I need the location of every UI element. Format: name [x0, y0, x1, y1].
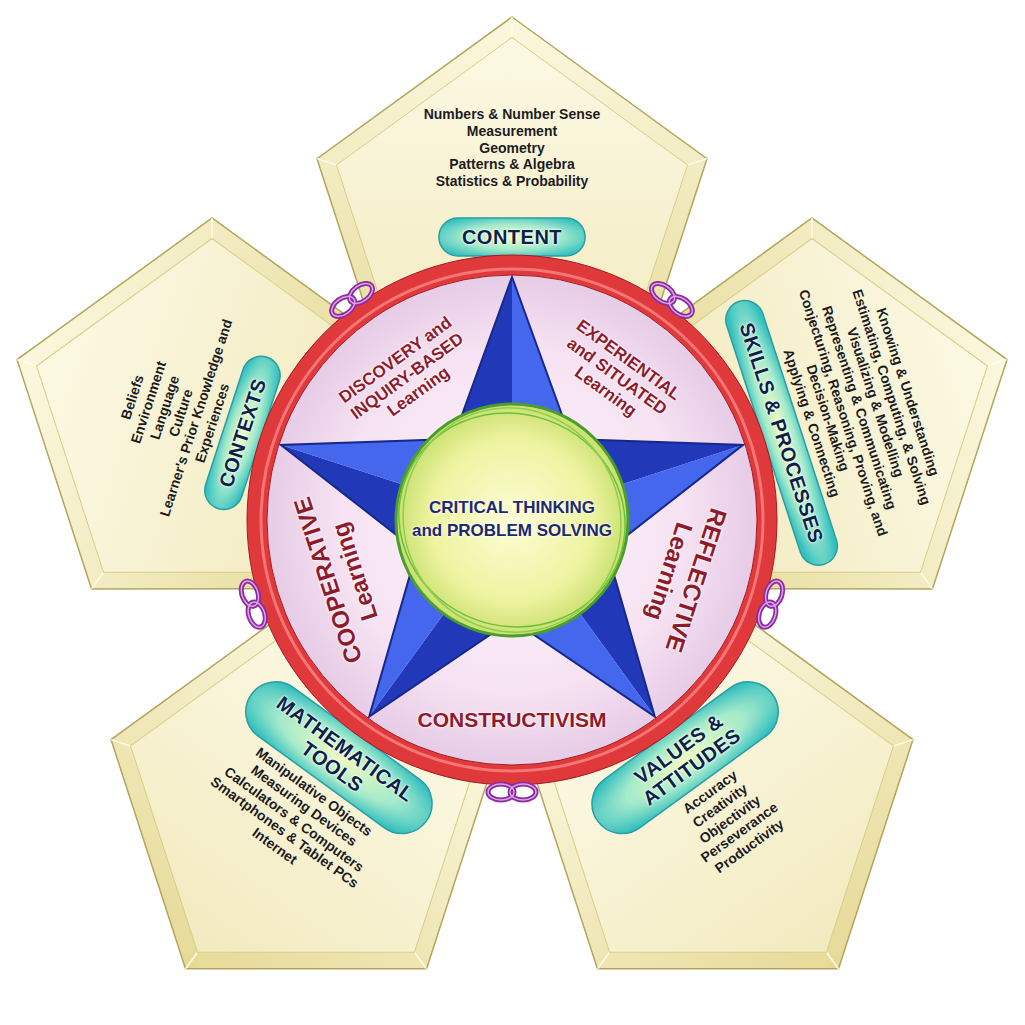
chain-link — [648, 279, 696, 320]
bevel-line — [92, 570, 104, 591]
center-ring — [396, 404, 628, 636]
chain-link — [756, 579, 786, 630]
list-item: Numbers & Number Sense — [387, 106, 637, 123]
list-item: Statistics & Probability — [387, 173, 637, 190]
item-list: Numbers & Number SenseMeasurementGeometr… — [387, 106, 637, 190]
bevel-line — [593, 952, 612, 969]
chain-shine — [238, 579, 261, 609]
chain-shine — [756, 600, 779, 630]
bevel-line — [206, 218, 218, 238]
chain-loop — [328, 292, 358, 320]
center-circle: CRITICAL THINKING and PROBLEM SOLVING — [394, 402, 630, 638]
center-shape — [394, 402, 630, 638]
bevel-line — [987, 359, 1006, 365]
chain-loop — [666, 292, 696, 320]
list-item: Geometry — [387, 140, 637, 157]
bevel-line — [893, 735, 912, 752]
bevel-line — [920, 570, 932, 590]
ring-highlight — [261, 269, 763, 771]
chain-shine — [488, 784, 514, 800]
bevel-line — [806, 218, 818, 239]
bevel-line — [111, 735, 130, 752]
chain-shine — [666, 292, 696, 320]
bevel-line — [687, 159, 706, 165]
bevel-line — [186, 952, 198, 969]
ring-edge — [247, 255, 777, 785]
bevel-line — [17, 359, 36, 365]
ring-edge — [267, 275, 757, 765]
list-item: Patterns & Algebra — [387, 156, 637, 173]
center-swirl — [366, 372, 657, 668]
approach-label: CONSTRUCTIVISM — [382, 708, 642, 732]
chain-shine — [346, 279, 376, 307]
chain-link — [488, 784, 536, 800]
bevel-line — [826, 952, 838, 969]
bevel-line — [317, 159, 336, 165]
bevel-line — [411, 952, 430, 969]
panel-heading: CONTENT — [462, 226, 562, 248]
center-fill — [396, 404, 628, 636]
star-outline — [281, 277, 743, 717]
chain-loop — [346, 279, 376, 307]
chain-link — [328, 279, 376, 320]
inner-disc — [265, 273, 759, 767]
chain-loop — [648, 279, 678, 307]
red-ring — [257, 265, 767, 775]
center-text: CRITICAL THINKING and PROBLEM SOLVING — [407, 497, 617, 543]
ring-disc: DISCOVERY and INQUIRY-BASED LearningEXPE… — [212, 220, 812, 820]
chain-link — [238, 579, 268, 630]
center-swirl — [369, 381, 656, 658]
chain-shine — [328, 292, 358, 320]
chain-shine — [648, 279, 678, 307]
list-item: Measurement — [387, 123, 637, 140]
bevel-line — [511, 17, 513, 38]
heading-band — [439, 218, 585, 256]
